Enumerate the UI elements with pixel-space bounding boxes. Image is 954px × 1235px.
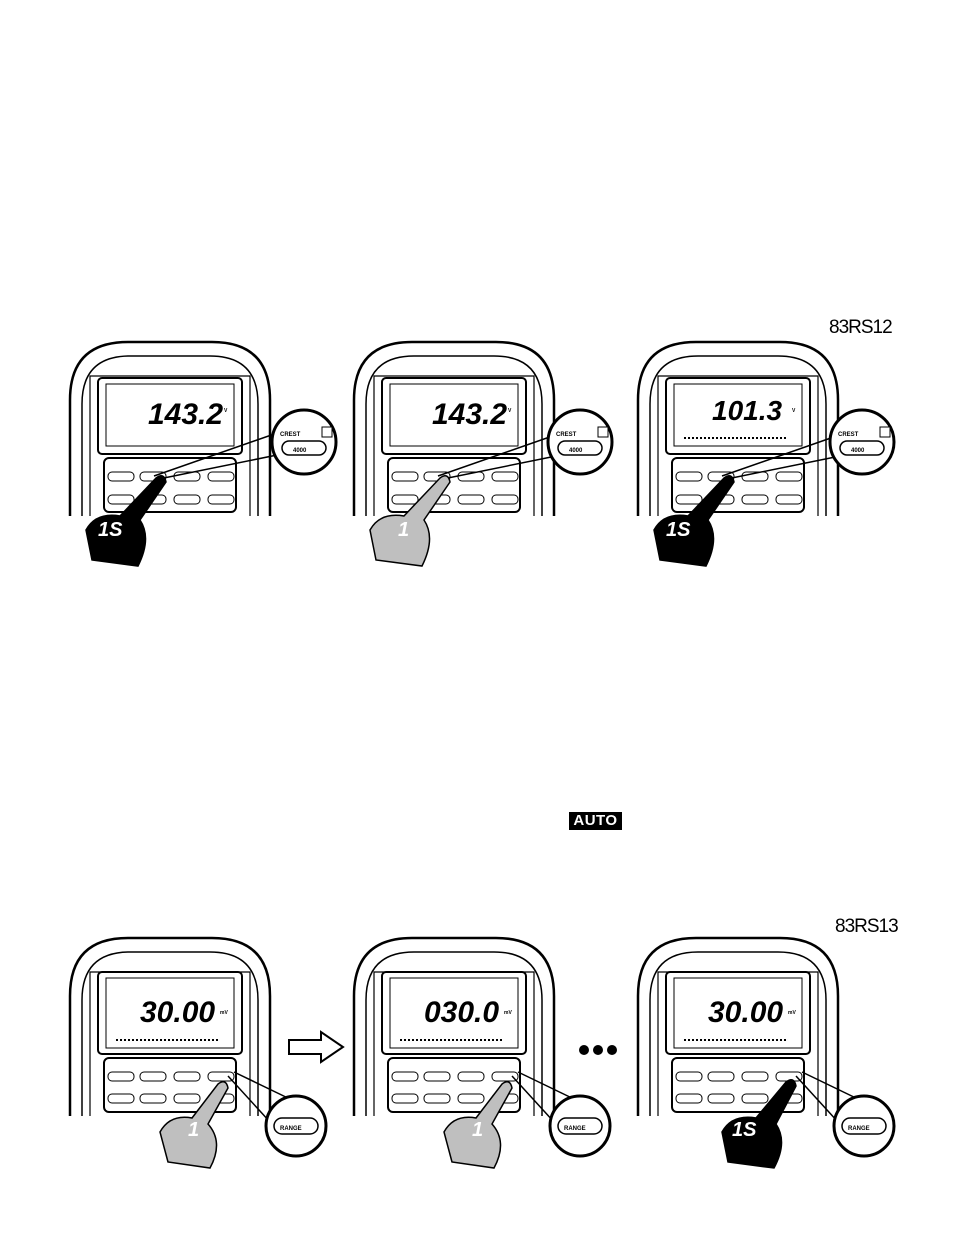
hand-label: 1 [398, 519, 409, 541]
figure-id-bottom: 83RS13 [835, 916, 899, 937]
hand-label: 1 [472, 1119, 483, 1141]
display-value: 143.2 [432, 398, 507, 431]
button-row-1 [107, 1071, 235, 1082]
display-unit: mV [504, 1010, 512, 1016]
meter-illustration: 143.2 V CREST 4000 1S [68, 340, 338, 567]
figure-id-top: 83RS12 [829, 317, 893, 338]
callout-button-label: RANGE [848, 1126, 870, 1132]
meter-bottom-3: 30.00 mV RANGE 1S [636, 936, 906, 1176]
meter-illustration: 143.2 V CREST 4000 1 [352, 340, 614, 567]
ellipsis-icon [578, 1038, 618, 1058]
meter-illustration: 30.00 mV RANGE 1S [636, 936, 896, 1169]
display-unit: mV [788, 1010, 796, 1016]
callout-button-label: 4000 [569, 448, 583, 454]
meter-illustration: 101.3 V CREST 4000 1S [636, 340, 896, 567]
pointing-hand-icon: 1S [85, 475, 167, 567]
button-row-1 [107, 471, 235, 482]
display-value: 101.3 [712, 395, 782, 426]
meter-bottom-1: 30.00 mV RANGE 1 [68, 936, 338, 1176]
auto-badge: AUTO [569, 812, 622, 830]
display-unit: V [224, 408, 228, 414]
hand-label: 1S [98, 519, 123, 541]
callout-crest-label: CREST [280, 432, 301, 438]
button-row-1 [391, 471, 519, 482]
right-arrow-icon [287, 1030, 345, 1069]
pointing-hand-icon: 1 [443, 1081, 513, 1169]
callout-crest-label: CREST [838, 432, 859, 438]
meter-illustration: 30.00 mV RANGE 1 [68, 936, 328, 1169]
display-value: 30.00 [140, 996, 215, 1029]
display-value: 030.0 [424, 996, 499, 1029]
hand-label: 1S [732, 1119, 757, 1141]
meter-illustration: 030.0 mV RANGE 1 [352, 936, 612, 1169]
meter-top-3: 101.3 V CREST 4000 1S [636, 340, 906, 580]
callout-button-label: 4000 [851, 448, 865, 454]
callout-button-label: RANGE [564, 1126, 586, 1132]
callout-button-label: 4000 [293, 448, 307, 454]
button-row-1 [391, 1071, 519, 1082]
display-unit: V [508, 408, 512, 414]
display-unit: mV [220, 1010, 228, 1016]
meter-top-2: 143.2 V CREST 4000 1 [352, 340, 622, 580]
hand-label: 1 [188, 1119, 199, 1141]
pointing-hand-icon: 1S [653, 475, 735, 567]
meter-top-1: 143.2 V CREST 4000 1S [68, 340, 338, 580]
callout-button-label: RANGE [280, 1126, 302, 1132]
button-row-1 [675, 1071, 803, 1082]
meter-bottom-2: 030.0 mV RANGE 1 [352, 936, 622, 1176]
display-value: 30.00 [708, 996, 783, 1029]
pointing-hand-icon: 1 [159, 1081, 229, 1169]
button-row-2 [107, 1093, 235, 1104]
pointing-hand-icon: 1S [721, 1079, 797, 1169]
pointing-hand-icon: 1 [369, 475, 451, 567]
display-unit: V [792, 408, 796, 414]
hand-label: 1S [666, 519, 691, 541]
callout-crest-label: CREST [556, 432, 577, 438]
display-value: 143.2 [148, 398, 223, 431]
